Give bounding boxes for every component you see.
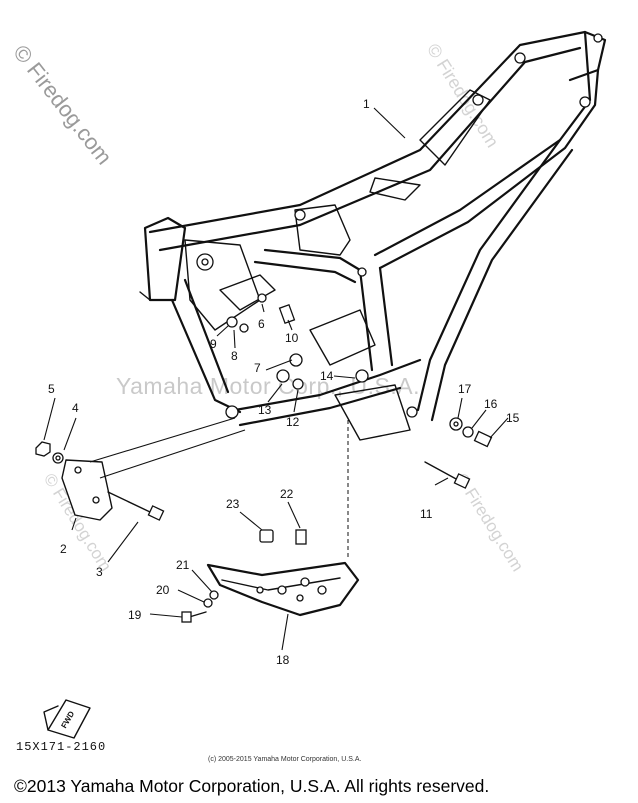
callout-5: 5: [48, 382, 55, 396]
callout-14: 14: [320, 369, 334, 383]
callout-13: 13: [258, 403, 272, 417]
bolt-19: [181, 611, 207, 623]
callout-19: 19: [128, 608, 142, 622]
bolt-11: [424, 461, 471, 489]
bolt-15: [473, 430, 493, 448]
callout-10: 10: [285, 331, 299, 345]
callout-20: 20: [156, 583, 170, 597]
nut-17: [449, 417, 463, 431]
nut-5: [35, 441, 51, 457]
damper-23: [259, 529, 274, 543]
engine-mount-bracket: [61, 417, 246, 521]
callout-17: 17: [458, 382, 472, 396]
watermark-yamaha-center: Yamaha Motor Corp., U.S.A.: [116, 373, 421, 399]
collar-21: [209, 590, 219, 600]
callout-labels: 1 2 3 4 5 6 7 8 9 10 11 12 13 14 15 16 1…: [48, 97, 520, 667]
small-copyright: (c) 2005-2015 Yamaha Motor Corporation, …: [208, 756, 362, 763]
callout-16: 16: [484, 397, 498, 411]
callout-4: 4: [72, 401, 79, 415]
callout-12: 12: [286, 415, 300, 429]
diagram-part-code: 15X171-2160: [16, 740, 107, 754]
washer-16: [462, 426, 474, 438]
skid-plate: [206, 561, 360, 617]
callout-21: 21: [176, 558, 190, 572]
callout-15: 15: [506, 411, 520, 425]
callout-23: 23: [226, 497, 240, 511]
bolt-3: [107, 491, 165, 521]
washer-4: [52, 452, 64, 464]
washer-20: [203, 598, 213, 608]
callout-18: 18: [276, 653, 290, 667]
fwd-arrow-icon: FWD: [43, 699, 91, 739]
callout-1: 1: [363, 97, 370, 111]
callout-6: 6: [258, 317, 265, 331]
callout-22: 22: [280, 487, 294, 501]
frame-main: [139, 30, 607, 441]
callout-11: 11: [420, 507, 433, 521]
hardware-center: [226, 293, 369, 390]
leader-lines: [43, 107, 509, 651]
callout-2: 2: [60, 542, 67, 556]
callout-3: 3: [96, 565, 103, 579]
callout-9: 9: [210, 337, 217, 351]
fwd-label: FWD: [59, 709, 76, 729]
collar-22: [295, 529, 307, 545]
footer-copyright: ©2013 Yamaha Motor Corporation, U.S.A. A…: [14, 776, 490, 796]
callout-7: 7: [254, 361, 261, 375]
callout-8: 8: [231, 349, 238, 363]
